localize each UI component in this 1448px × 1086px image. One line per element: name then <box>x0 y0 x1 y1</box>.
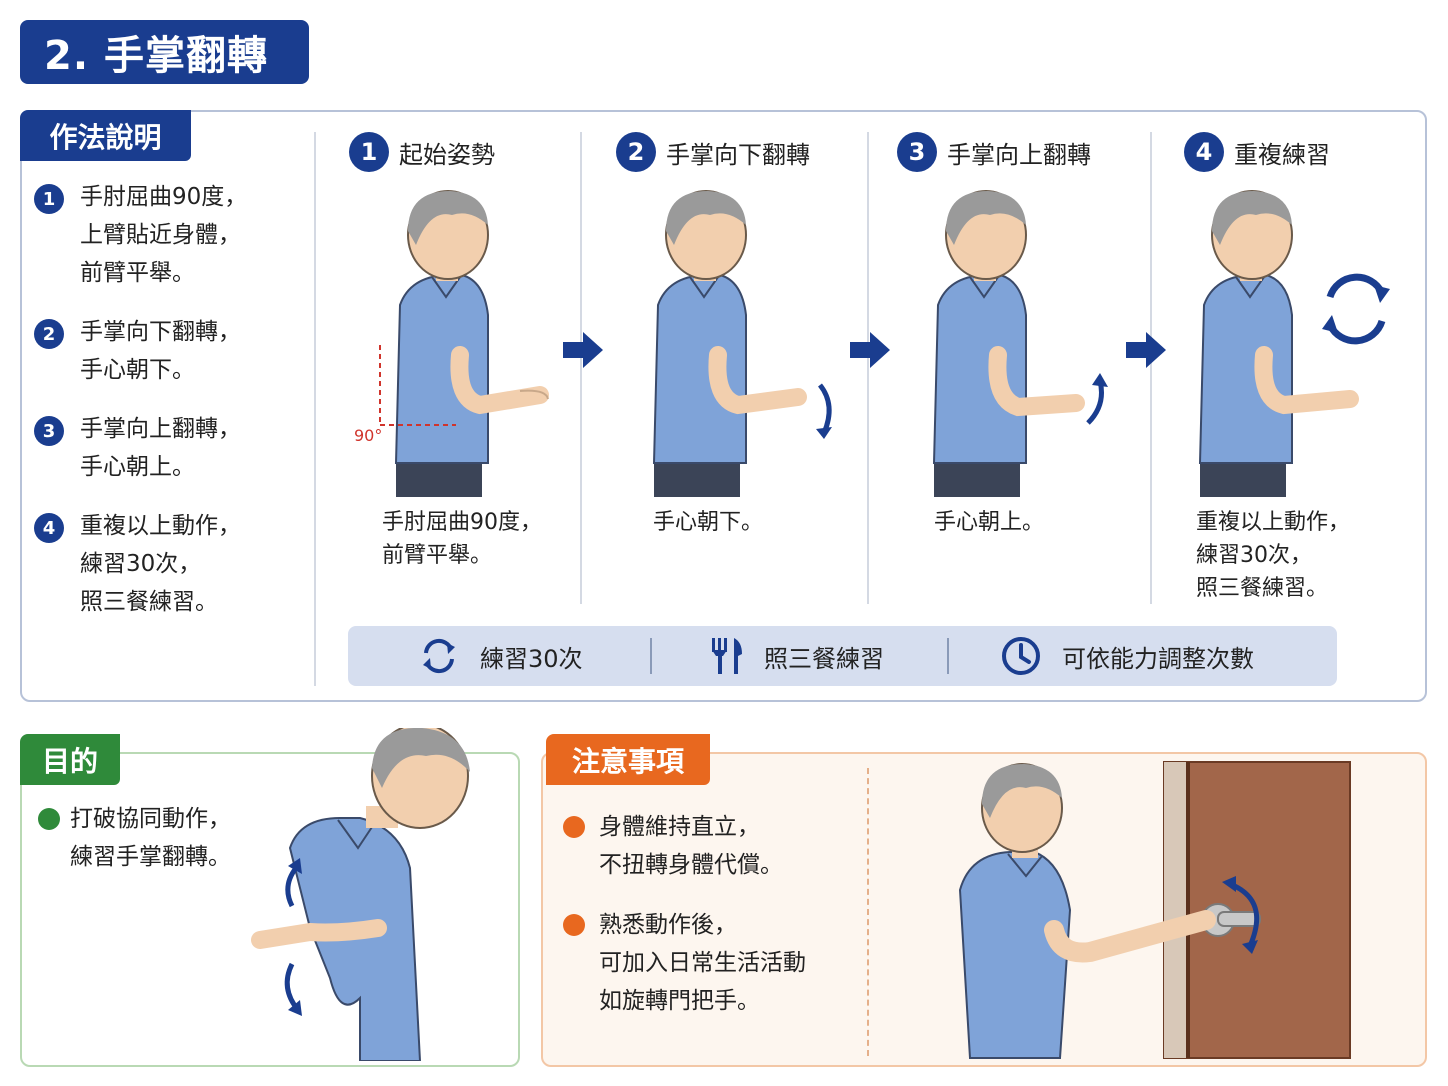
desc-line: 練習30次， <box>1196 543 1312 568</box>
info-item-meals: 照三餐練習 <box>710 626 884 686</box>
step-desc-3: 手心朝上。 <box>934 506 1044 539</box>
desc-line: 手心朝上。 <box>934 510 1045 535</box>
purpose-tab: 目的 <box>20 734 120 785</box>
info-divider <box>947 638 949 674</box>
step-desc-4: 重複以上動作， 練習30次， 照三餐練習。 <box>1196 506 1350 605</box>
step-number-badge: 1 <box>349 132 389 172</box>
info-label: 練習30次 <box>480 644 583 673</box>
left-step-1: 1 手肘屈曲90度， 上臂貼近身體， 前臂平舉。 <box>34 178 304 292</box>
purpose-text: 打破協同動作， 練習手掌翻轉。 <box>70 800 231 876</box>
divider <box>1150 132 1152 604</box>
info-item-repeat: 練習30次 <box>418 626 583 686</box>
step-header-4: 4 重複練習 <box>1184 130 1330 174</box>
figure-palm-down <box>652 190 832 497</box>
info-item-adjust: 可依能力調整次數 <box>1000 626 1254 686</box>
step-number-badge: 2 <box>616 132 656 172</box>
info-label: 照三餐練習 <box>764 644 884 673</box>
step-line: 前臂平舉。 <box>80 260 195 286</box>
step-number-badge: 4 <box>34 513 64 543</box>
purpose-item: 打破協同動作， 練習手掌翻轉。 <box>38 800 231 876</box>
arrow-right-icon <box>1126 332 1166 368</box>
left-step-text: 手掌向上翻轉， 手心朝上。 <box>80 410 241 486</box>
left-step-4: 4 重複以上動作， 練習30次， 照三餐練習。 <box>34 507 304 621</box>
step-header-3: 3 手掌向上翻轉 <box>897 130 1091 174</box>
step-line: 手掌向下翻轉， <box>80 319 241 345</box>
step-line: 手心朝上。 <box>80 454 195 480</box>
desc-line: 手心朝下。 <box>653 510 764 535</box>
bullet-dot <box>38 808 60 830</box>
left-step-text: 手掌向下翻轉， 手心朝下。 <box>80 313 241 389</box>
step-number-badge: 3 <box>34 416 64 446</box>
step-line: 練習30次， <box>80 551 202 577</box>
left-step-list: 1 手肘屈曲90度， 上臂貼近身體， 前臂平舉。 2 手掌向下翻轉， 手心朝下。… <box>34 178 304 642</box>
step-title: 手掌向上翻轉 <box>947 140 1091 169</box>
figure-palm-up <box>932 190 1108 497</box>
arrow-right-icon <box>850 332 890 368</box>
step-line: 手肘屈曲90度， <box>80 184 248 210</box>
step-header-1: 1 起始姿勢 <box>349 130 495 174</box>
repeat-icon <box>1322 273 1390 345</box>
caution-item-2: 熟悉動作後， 可加入日常生活活動 如旋轉門把手。 <box>563 906 806 1020</box>
step-number-badge: 2 <box>34 319 64 349</box>
figure-repeat <box>1198 190 1390 497</box>
step-header-2: 2 手掌向下翻轉 <box>616 130 810 174</box>
step-line: 重複以上動作， <box>80 513 241 539</box>
desc-line: 手肘屈曲90度， <box>382 510 542 535</box>
repeat-icon <box>423 638 455 674</box>
utensils-icon <box>712 638 742 674</box>
caution-line: 可加入日常生活活動 <box>599 950 806 976</box>
step-number-badge: 1 <box>34 184 64 214</box>
info-divider <box>650 638 652 674</box>
left-step-text: 手肘屈曲90度， 上臂貼近身體， 前臂平舉。 <box>80 178 247 292</box>
figure-door-knob <box>958 761 1351 1059</box>
step-line: 照三餐練習。 <box>80 589 218 615</box>
caution-line: 身體維持直立， <box>599 814 760 840</box>
step-number-badge: 4 <box>1184 132 1224 172</box>
step-desc-1: 手肘屈曲90度， 前臂平舉。 <box>382 506 542 572</box>
angle-label: 90° <box>354 426 383 445</box>
left-step-3: 3 手掌向上翻轉， 手心朝上。 <box>34 410 304 486</box>
divider <box>867 132 869 604</box>
step-number-badge: 3 <box>897 132 937 172</box>
dashed-divider <box>867 768 869 1056</box>
step-desc-2: 手心朝下。 <box>653 506 763 539</box>
desc-line: 照三餐練習。 <box>1196 576 1329 601</box>
info-label: 可依能力調整次數 <box>1062 644 1254 673</box>
desc-line: 前臂平舉。 <box>382 543 493 568</box>
bullet-dot <box>563 816 585 838</box>
caution-line: 熟悉動作後， <box>599 912 737 938</box>
left-step-text: 重複以上動作， 練習30次， 照三餐練習。 <box>80 507 241 621</box>
caution-line: 如旋轉門把手。 <box>599 988 760 1014</box>
step-title: 起始姿勢 <box>399 140 495 169</box>
info-bar: 練習30次 照三餐練習 可依能力調整次數 <box>348 626 1337 686</box>
step-title: 重複練習 <box>1234 140 1330 169</box>
divider <box>580 132 582 604</box>
caution-text: 熟悉動作後， 可加入日常生活活動 如旋轉門把手。 <box>599 906 806 1020</box>
figure-purpose <box>251 728 470 1061</box>
clock-icon <box>1002 637 1040 675</box>
left-step-2: 2 手掌向下翻轉， 手心朝下。 <box>34 313 304 389</box>
purpose-line: 練習手掌翻轉。 <box>70 844 231 870</box>
desc-line: 重複以上動作， <box>1196 510 1351 535</box>
figure-start-position <box>379 190 549 497</box>
step-title: 手掌向下翻轉 <box>666 140 810 169</box>
step-line: 手心朝下。 <box>80 357 195 383</box>
caution-text: 身體維持直立， 不扭轉身體代償。 <box>599 808 783 884</box>
step-line: 上臂貼近身體， <box>80 222 241 248</box>
page-title: 2. 手掌翻轉 <box>20 20 309 84</box>
arrow-right-icon <box>563 332 603 368</box>
purpose-line: 打破協同動作， <box>70 806 231 832</box>
caution-item-1: 身體維持直立， 不扭轉身體代償。 <box>563 808 783 884</box>
step-line: 手掌向上翻轉， <box>80 416 241 442</box>
divider <box>314 132 316 686</box>
caution-tab: 注意事項 <box>546 734 710 785</box>
bullet-dot <box>563 914 585 936</box>
method-tab: 作法說明 <box>20 110 191 161</box>
caution-line: 不扭轉身體代償。 <box>599 852 783 878</box>
